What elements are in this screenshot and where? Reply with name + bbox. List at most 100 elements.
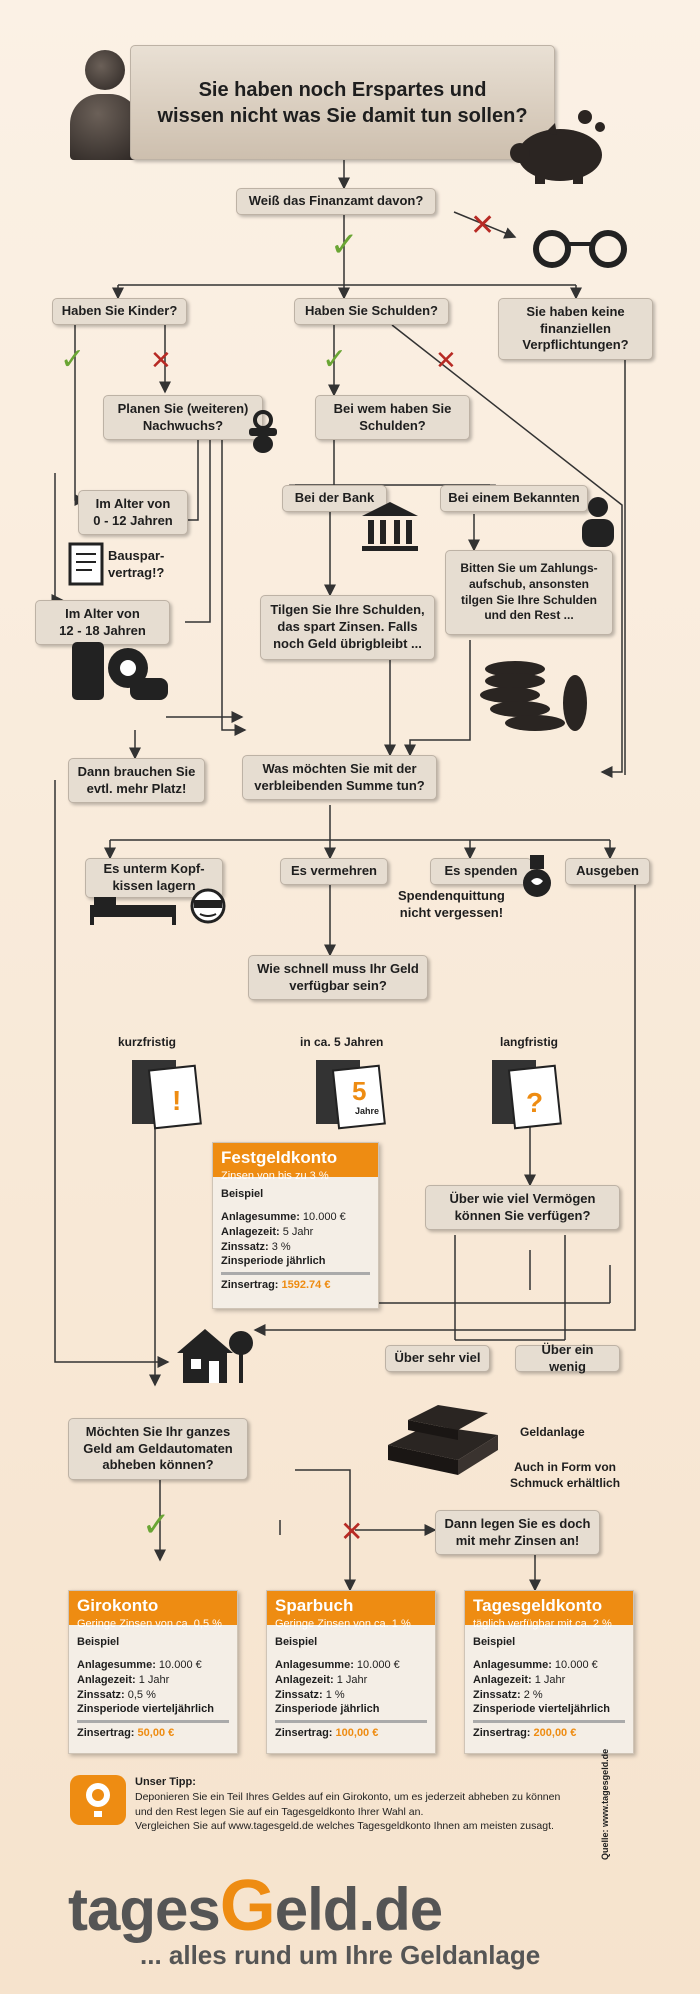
card-value: 3 %	[271, 1240, 291, 1253]
piggy-bank-icon	[505, 105, 615, 185]
card-zinsperiode: Zinsperiode vierteljährlich	[77, 1703, 214, 1716]
card-label: Zinssatz:	[275, 1688, 323, 1701]
question-automat: Möchten Sie Ihr ganzes Geld am Geldautom…	[68, 1418, 248, 1480]
tip-text: Deponieren Sie ein Teil Ihres Geldes auf…	[135, 1791, 561, 1833]
card-zinsperiode: Zinsperiode jährlich	[275, 1703, 380, 1716]
bank-label: Bei der Bank	[282, 485, 387, 512]
pacifier-icon	[245, 410, 281, 454]
question-bei-wem: Bei wem haben Sie Schulden?	[315, 395, 470, 440]
calendar-number: 5	[352, 1076, 367, 1106]
bausparvertrag-note: Bauspar- vertrag!?	[108, 548, 165, 580]
label-kurzfristig: kurzfristig	[118, 1035, 177, 1049]
card-label: Anlagezeit:	[221, 1225, 280, 1238]
gold-bars-icon	[378, 1385, 508, 1480]
cross-icon: ✕	[470, 209, 496, 242]
spendenquittung-note: Spendenquittung nicht vergessen!	[398, 888, 505, 920]
check-icon: ✓	[330, 226, 359, 264]
no-obligations: Sie haben keine finanziellen Verpflichtu…	[498, 298, 653, 360]
bitten-advice: Bitten Sie um Zahlungs- aufschub, ansons…	[445, 550, 613, 635]
check-icon: ✓	[60, 343, 86, 376]
option-vermehren: Es vermehren	[280, 858, 388, 885]
card-label: Anlagesumme:	[77, 1658, 156, 1671]
cross-icon: ✕	[340, 1516, 364, 1547]
card-value: 1 Jahr	[336, 1673, 368, 1686]
card-result: 50,00 €	[137, 1727, 175, 1740]
card-label: Anlagezeit:	[275, 1673, 334, 1686]
card-value: 5 Jahr	[282, 1225, 314, 1238]
card-label: Anlagesumme:	[221, 1210, 300, 1223]
svg-text:?: ?	[526, 1087, 543, 1118]
svg-text:!: !	[172, 1085, 181, 1116]
card-label: Anlagezeit:	[77, 1673, 136, 1686]
question-vermoegen: Über wie viel Vermögen können Sie verfüg…	[425, 1185, 620, 1230]
label-langfristig: langfristig	[500, 1035, 559, 1049]
calendar-exclamation-icon: !	[130, 1058, 202, 1130]
card-beispiel: Beispiel	[221, 1188, 264, 1200]
tilgen-advice: Tilgen Sie Ihre Schulden, das spart Zins…	[260, 595, 435, 660]
card-zinsperiode: Zinsperiode jährlich	[221, 1255, 326, 1268]
option-ein-wenig: Über ein wenig	[515, 1342, 620, 1374]
card-label: Zinsertrag:	[473, 1727, 531, 1740]
card-label: Zinsertrag:	[221, 1279, 279, 1292]
gadgets-icon	[70, 640, 170, 705]
check-icon: ✓	[322, 343, 348, 376]
card-label: Anlagesumme:	[473, 1658, 552, 1671]
logo-slogan: ... alles rund um Ihre Geldanlage	[140, 1940, 541, 1970]
card-value: 10.000 €	[356, 1658, 400, 1671]
check-icon: ✓	[142, 1506, 171, 1544]
cross-icon: ✕	[150, 345, 172, 375]
card-value: 1 Jahr	[138, 1673, 170, 1686]
contract-icon	[68, 542, 104, 586]
bed-icon	[88, 895, 178, 925]
card-result: 200,00 €	[533, 1727, 577, 1740]
card-label: Zinssatz:	[77, 1688, 125, 1701]
card-value: 0,5 %	[127, 1688, 156, 1701]
card-title: Girokonto	[77, 1596, 159, 1615]
question-schulden: Haben Sie Schulden?	[294, 298, 449, 325]
coins-icon	[475, 655, 605, 740]
option-kopfkissen: Es unterm Kopf- kissen lagern	[85, 858, 223, 898]
question-kinder: Haben Sie Kinder?	[52, 298, 187, 325]
calendar-question-icon: ?	[490, 1058, 562, 1130]
card-label: Zinssatz:	[221, 1240, 269, 1253]
card-label: Anlagezeit:	[473, 1673, 532, 1686]
card-label: Zinsertrag:	[77, 1727, 135, 1740]
person-icon	[580, 495, 616, 547]
tip-icon	[70, 1775, 126, 1825]
option-spenden: Es spenden	[430, 858, 532, 885]
house-icon	[175, 1325, 255, 1385]
card-label: Anlagesumme:	[275, 1658, 354, 1671]
logo-part: eld.de	[274, 1876, 443, 1943]
medal-icon	[522, 855, 552, 901]
card-title: Festgeldkonto	[221, 1148, 338, 1167]
card-result: 1592.74 €	[281, 1279, 331, 1292]
card-value: 1 %	[325, 1688, 345, 1701]
card-zinsperiode: Zinsperiode vierteljährlich	[473, 1703, 610, 1716]
card-subtitle: Geringe Zinsen von ca. 1 %	[275, 1617, 411, 1630]
card-value: 10.000 €	[554, 1658, 598, 1671]
bank-building-icon	[360, 500, 420, 552]
card-beispiel: Beispiel	[473, 1636, 516, 1648]
age-12-18: Im Alter von 12 - 18 Jahren	[35, 600, 170, 645]
age-0-12: Im Alter von 0 - 12 Jahren	[78, 490, 188, 535]
card-result: 100,00 €	[335, 1727, 379, 1740]
card-label: Zinsertrag:	[275, 1727, 333, 1740]
handcuffs-icon	[530, 222, 630, 272]
schmuck-note: Auch in Form von Schmuck erhältlich	[510, 1460, 621, 1490]
card-value: 2 %	[523, 1688, 543, 1701]
question-nachwuchs: Planen Sie (weiteren) Nachwuchs?	[103, 395, 263, 440]
card-title: Sparbuch	[275, 1596, 354, 1615]
card-title: Tagesgeldkonto	[473, 1596, 603, 1615]
question-summe: Was möchten Sie mit der verbleibenden Su…	[242, 755, 437, 800]
source-label: Quelle: www.tagesgeld.de	[600, 1748, 610, 1860]
platz-note: Dann brauchen Sie evtl. mehr Platz!	[68, 758, 205, 803]
card-subtitle: Zinsen von bis zu 3 %	[221, 1169, 329, 1182]
tip-title: Unser Tipp:	[135, 1776, 196, 1788]
card-beispiel: Beispiel	[77, 1636, 120, 1648]
option-ausgeben: Ausgeben	[565, 858, 650, 885]
burglar-icon	[190, 888, 226, 924]
